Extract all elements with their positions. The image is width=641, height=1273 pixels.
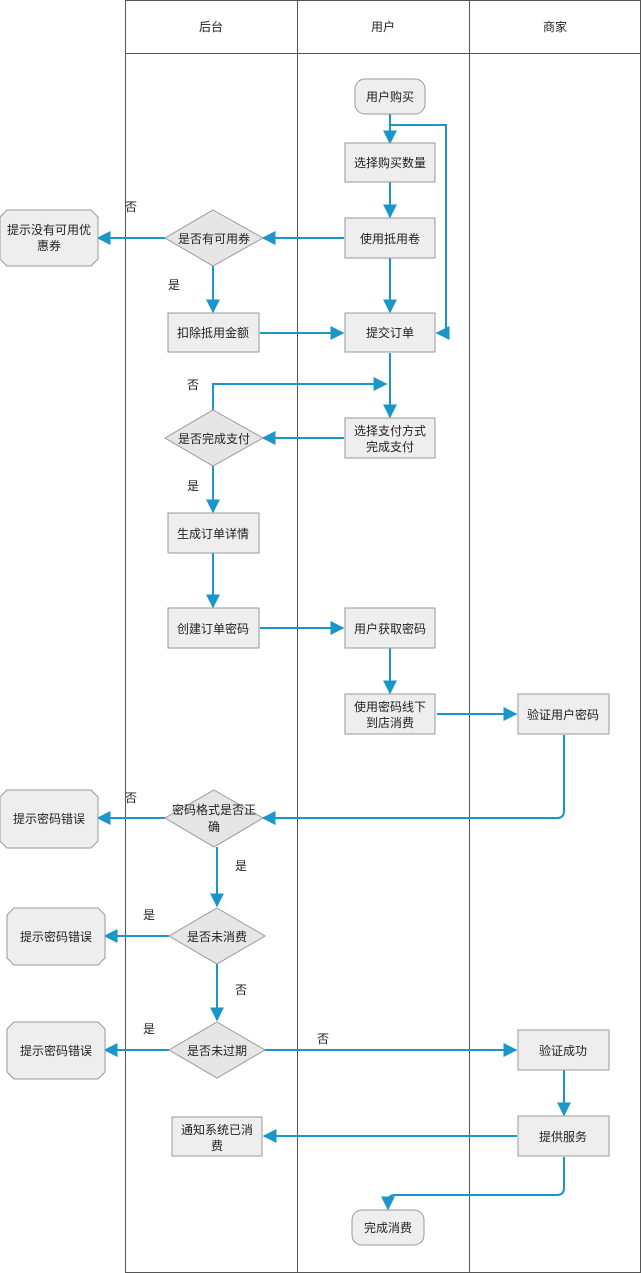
label-yes-1: 是 xyxy=(168,278,180,292)
node-unexpired-q-label: 是否未过期 xyxy=(187,1044,247,1058)
node-pay-method xyxy=(344,417,436,459)
label-no-2: 否 xyxy=(187,378,199,392)
node-verify-password xyxy=(517,693,610,735)
label-no-5: 否 xyxy=(317,1032,329,1046)
node-unused-q xyxy=(168,907,266,965)
node-no-voucher-msg-label-1: 提示没有可用优 xyxy=(7,222,91,237)
label-no-4: 否 xyxy=(235,983,247,997)
label-yes-5: 是 xyxy=(143,1022,155,1036)
label-yes-4: 是 xyxy=(143,908,155,922)
node-provide-service xyxy=(517,1115,610,1157)
node-no-voucher-msg xyxy=(0,209,99,267)
node-submit-order xyxy=(344,312,436,353)
node-verify-success xyxy=(517,1029,610,1071)
node-gen-order-detail xyxy=(167,512,260,554)
node-get-password-label: 用户获取密码 xyxy=(354,621,426,636)
node-notify xyxy=(171,1116,263,1157)
node-format-q-label-1: 密码格式是否正 xyxy=(172,802,256,817)
node-use-voucher-label: 使用抵用卷 xyxy=(360,231,420,246)
node-provide-service-label: 提供服务 xyxy=(539,1129,587,1144)
label-yes-2: 是 xyxy=(187,479,199,493)
lane-title-merchant: 商家 xyxy=(543,19,567,34)
node-pw-error-2-label: 提示密码错误 xyxy=(20,929,92,944)
node-pay-method-label-2: 完成支付 xyxy=(366,439,414,454)
branch-labels: 否 是 否 是 否 是 是 否 是 否 xyxy=(125,200,329,1046)
node-paid-q xyxy=(164,409,265,467)
node-pw-error-3 xyxy=(6,1021,106,1080)
label-yes-3: 是 xyxy=(235,859,247,873)
node-has-voucher-q-label: 是否有可用券 xyxy=(178,231,250,246)
node-offline-label-1: 使用密码线下 xyxy=(354,699,426,714)
node-offline xyxy=(344,693,436,735)
node-pw-error-2 xyxy=(6,907,106,966)
label-no-3: 否 xyxy=(125,791,137,805)
node-verify-success-label: 验证成功 xyxy=(539,1043,587,1058)
node-submit-order-label: 提交订单 xyxy=(366,325,414,340)
node-finish-label: 完成消费 xyxy=(364,1220,412,1235)
lane-merchant xyxy=(469,0,641,1273)
node-finish xyxy=(351,1209,425,1246)
node-notify-label-1: 通知系统已消 xyxy=(181,1123,253,1137)
node-has-voucher-q xyxy=(164,209,265,267)
node-pw-error-1 xyxy=(0,789,99,849)
node-get-password xyxy=(344,607,436,649)
edge-service-to-finish xyxy=(381,1157,565,1211)
node-create-password-label: 创建订单密码 xyxy=(177,621,249,636)
node-paid-q-label: 是否完成支付 xyxy=(178,431,250,446)
node-gen-order-detail-label: 生成订单详情 xyxy=(177,526,249,541)
node-use-voucher xyxy=(344,217,436,259)
node-create-password xyxy=(167,607,260,649)
node-verify-password-label: 验证用户密码 xyxy=(527,707,599,722)
node-select-qty-label: 选择购买数量 xyxy=(354,155,426,170)
node-pw-error-1-label: 提示密码错误 xyxy=(13,811,85,826)
edge-paidq-no-loop xyxy=(212,377,388,410)
edge-buy-to-submit xyxy=(389,114,450,340)
node-deduct-amount-label: 扣除抵用金额 xyxy=(177,325,249,340)
node-pw-error-3-label: 提示密码错误 xyxy=(20,1043,92,1058)
lane-title-backend: 后台 xyxy=(199,19,223,34)
node-user-buy-label: 用户购买 xyxy=(366,89,414,104)
node-format-q-label-2: 确 xyxy=(208,820,220,834)
node-no-voucher-msg-label-2: 惠券 xyxy=(37,238,61,253)
node-offline-label-2: 到店消费 xyxy=(366,716,414,730)
node-user-buy xyxy=(354,78,426,115)
label-no-1: 否 xyxy=(125,200,137,214)
node-unused-q-label: 是否未消费 xyxy=(187,930,247,944)
node-format-q xyxy=(164,789,264,848)
nodes: 用户购买 选择购买数量 使用抵用卷 提交订单 选择支付方式 完成支付 用户获取密… xyxy=(0,78,610,1246)
edges xyxy=(96,114,571,1211)
lane-title-user: 用户 xyxy=(371,19,395,34)
node-notify-label-2: 费 xyxy=(211,1139,223,1153)
node-deduct-amount xyxy=(167,312,260,353)
node-pay-method-label-1: 选择支付方式 xyxy=(354,423,426,438)
node-unexpired-q xyxy=(168,1021,266,1079)
edge-verify-to-formatq xyxy=(261,735,565,825)
node-select-qty xyxy=(344,142,436,183)
